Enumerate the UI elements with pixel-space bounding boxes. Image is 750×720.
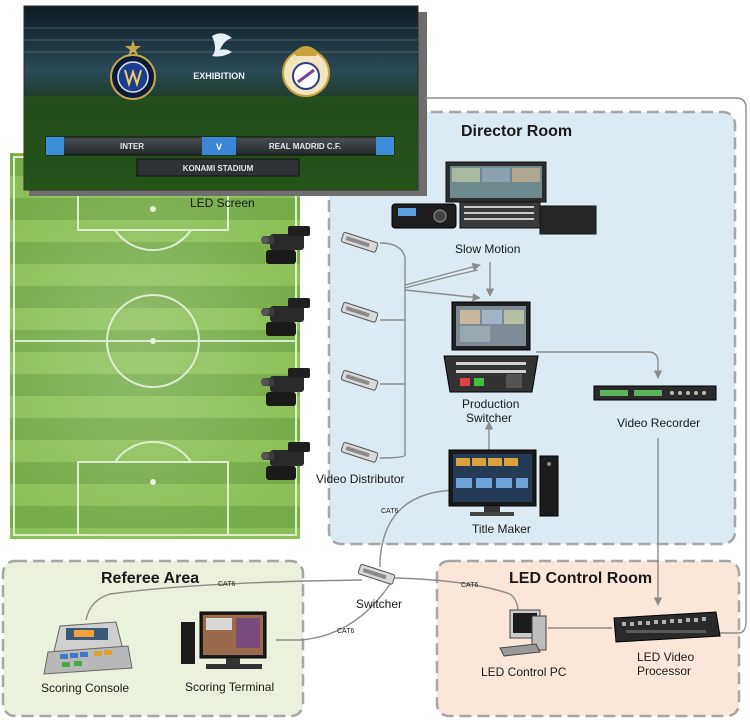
real-madrid-crest-icon — [282, 46, 330, 97]
slow-motion-label: Slow Motion — [455, 242, 521, 256]
video-distributor-label: Video Distributor — [316, 472, 405, 486]
title-maker-workstation-icon — [448, 449, 559, 517]
camera-group — [261, 226, 310, 480]
led-control-pc-label: LED Control PC — [481, 665, 567, 679]
cat6-label-console: CAT6 — [218, 581, 236, 588]
exhibition-banner: EXHIBITION — [193, 71, 245, 81]
exhibition-logo-icon — [212, 33, 232, 57]
broadcast-camera-icon — [261, 298, 310, 336]
stadium-name: KONAMI STADIUM — [183, 164, 254, 173]
led-screen-graphic: EXHIBITION INTER V REAL MADRID C.F. KONA… — [23, 5, 427, 196]
switcher-label: Switcher — [356, 597, 403, 611]
away-team-name: REAL MADRID C.F. — [269, 142, 341, 151]
led-video-processor-label-2: Processor — [637, 664, 692, 678]
scoring-console-icon — [43, 621, 133, 675]
led-screen-caption: LED Screen — [190, 196, 255, 210]
led-control-pc-icon — [499, 609, 547, 657]
video-distributor-group — [340, 232, 379, 463]
scoring-terminal-icon — [181, 611, 267, 669]
broadcast-camera-icon — [261, 226, 310, 264]
scoring-terminal-label: Scoring Terminal — [185, 680, 275, 694]
referee-area-zone — [1, 559, 305, 718]
network-switch-icon — [357, 564, 396, 585]
led-control-room-title: LED Control Room — [509, 570, 653, 587]
scoring-console-label: Scoring Console — [41, 681, 130, 695]
video-recorder-label: Video Recorder — [617, 416, 701, 430]
inter-crest-icon — [110, 40, 156, 100]
production-switcher-label-2: Switcher — [466, 411, 513, 425]
broadcast-camera-icon — [261, 368, 310, 406]
versus-mark: V — [216, 142, 222, 152]
video-distributor-icon — [340, 442, 379, 463]
title-maker-label: Title Maker — [472, 522, 531, 536]
broadcast-camera-icon — [261, 442, 310, 480]
production-switcher-icon — [443, 301, 539, 393]
football-pitch — [10, 153, 300, 539]
production-switcher-label-1: Production — [462, 397, 520, 411]
cat6-label-title-maker: CAT6 — [381, 508, 399, 515]
video-recorder-icon — [593, 385, 717, 401]
referee-area-title: Referee Area — [101, 570, 200, 587]
home-team-name: INTER — [120, 142, 144, 151]
stadium-bar — [136, 158, 300, 177]
cat6-label-led-pc: CAT6 — [461, 582, 479, 589]
video-distributor-icon — [340, 232, 379, 253]
video-distributor-icon — [340, 302, 379, 323]
video-distributor-icon — [340, 370, 379, 391]
led-video-processor-label-1: LED Video — [637, 650, 695, 664]
cat6-label-terminal: CAT6 — [337, 628, 355, 635]
director-room-title: Director Room — [461, 123, 573, 140]
led-control-room-zone — [435, 559, 741, 718]
led-video-processor-icon — [613, 611, 721, 643]
slow-motion-system-icon — [391, 161, 597, 235]
